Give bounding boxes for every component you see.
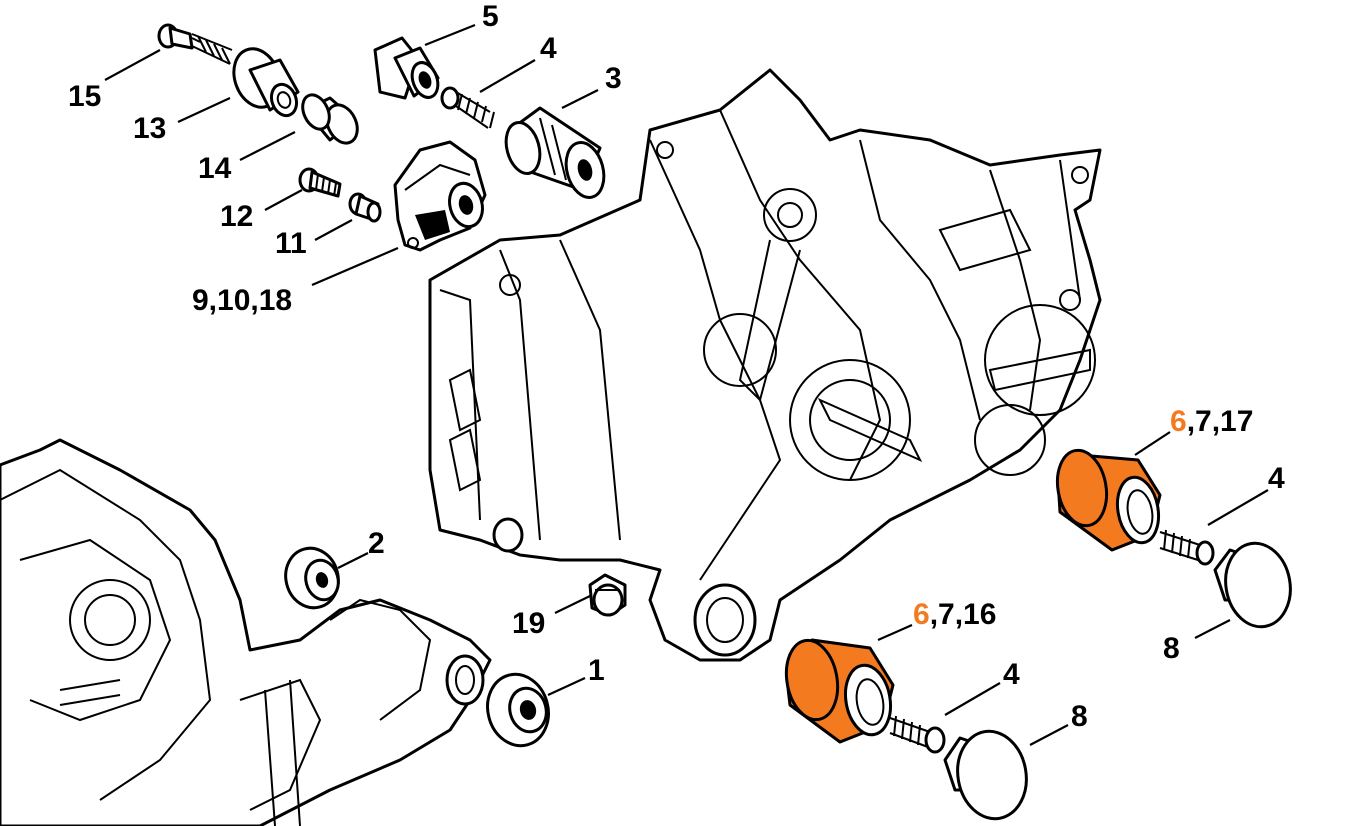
part-8-cap-lower xyxy=(943,729,1028,821)
part-6-7-17-bearing-highlighted xyxy=(1055,448,1162,552)
label-part-3: 3 xyxy=(605,62,622,95)
part-8-cap-right xyxy=(1213,541,1292,629)
part-14-bushing xyxy=(301,93,359,145)
label-part-6-7-16: 6,7,16 xyxy=(913,598,996,631)
label-part-9-10-18: 9,10,18 xyxy=(192,284,292,317)
label-part-7-16: ,7,16 xyxy=(930,598,997,631)
part-6-7-16-bearing-highlighted xyxy=(784,638,895,744)
label-part-6-highlight: 6 xyxy=(1170,405,1187,438)
label-part-4-right: 4 xyxy=(1268,462,1285,495)
label-part-14: 14 xyxy=(198,152,232,185)
label-part-8-right: 8 xyxy=(1163,632,1180,665)
part-1-seal xyxy=(486,672,550,748)
label-part-8-lower: 8 xyxy=(1071,700,1088,733)
label-part-4-top: 4 xyxy=(540,32,557,65)
crankcase-left-half xyxy=(0,438,492,826)
label-part-6-highlight-lower: 6 xyxy=(913,598,930,631)
part-4-spring-lower xyxy=(889,715,946,754)
crankcase-main-half xyxy=(428,68,1102,662)
label-part-13: 13 xyxy=(133,112,166,145)
part-19-plug xyxy=(588,573,627,617)
leader-lines xyxy=(104,23,1269,746)
part-9-10-18-housing xyxy=(393,140,487,252)
label-part-12: 12 xyxy=(220,200,253,233)
label-part-15: 15 xyxy=(68,80,101,113)
part-13-flange xyxy=(232,47,300,118)
part-15-screw-spring xyxy=(157,23,233,65)
label-part-7-17: ,7,17 xyxy=(1187,405,1254,438)
part-4-spring-right xyxy=(1159,529,1215,566)
part-labels: 15 13 14 12 11 9,10,18 5 4 3 2 19 1 6,7,… xyxy=(68,0,1285,733)
label-part-4-lower: 4 xyxy=(1003,658,1020,691)
part-4-spring-top xyxy=(440,86,495,129)
label-part-2: 2 xyxy=(368,527,385,560)
part-11-stud xyxy=(348,192,382,223)
label-part-6-7-17: 6,7,17 xyxy=(1170,405,1253,438)
label-part-19: 19 xyxy=(512,607,545,640)
part-3-bearing xyxy=(504,106,606,199)
label-part-1: 1 xyxy=(588,654,605,687)
part-12-screw xyxy=(298,167,342,198)
part-2-seal xyxy=(284,546,340,610)
label-part-5: 5 xyxy=(482,0,499,33)
part-5-flange-bushing xyxy=(373,36,440,100)
label-part-11: 11 xyxy=(275,227,307,260)
